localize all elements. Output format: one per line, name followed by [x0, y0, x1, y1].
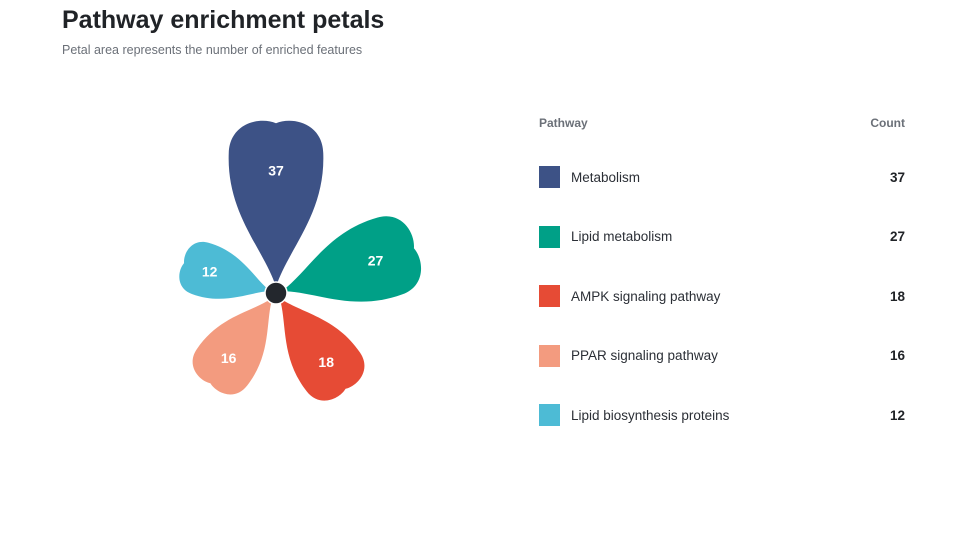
legend-swatch: [539, 285, 560, 308]
legend-header: Pathway Count: [539, 116, 905, 136]
legend-swatch: [539, 404, 560, 427]
legend-row-lipid-metabolism: Lipid metabolism 27: [539, 225, 905, 248]
legend-count: 12: [889, 407, 905, 423]
legend-row-metabolism: Metabolism 37: [539, 166, 905, 188]
petal-shape: [192, 297, 273, 395]
legend-row-ampk-signaling-pathway: AMPK signaling pathway 18: [539, 285, 905, 308]
petal-metabolism: [228, 120, 324, 287]
petal-value-label: 16: [221, 350, 237, 366]
petal-lipid-biosynthesis-proteins: [179, 241, 271, 299]
legend-label: Lipid metabolism: [571, 229, 673, 245]
petal-value-label: 37: [268, 163, 284, 179]
legend-header-count: Count: [870, 116, 905, 130]
legend-count: 27: [889, 229, 905, 245]
legend-swatch: [539, 344, 560, 367]
legend-count: 18: [889, 288, 905, 304]
legend-row-ppar-signaling-pathway: PPAR signaling pathway 16: [539, 344, 905, 367]
petal-ppar-signaling-pathway: [192, 297, 273, 395]
petal-lipid-metabolism: [281, 216, 422, 302]
petal-chart: 37 27 18 16 12: [179, 120, 422, 401]
legend-label: Lipid biosynthesis proteins: [571, 407, 730, 423]
petal-value-label: 27: [368, 253, 384, 269]
legend-label: PPAR signaling pathway: [571, 348, 718, 364]
petal-shape: [281, 216, 422, 302]
petal-shape: [179, 241, 271, 299]
chart-title: Pathway enrichment petals: [62, 6, 385, 34]
petal-shape: [279, 297, 365, 401]
chart-subtitle: Petal area represents the number of enri…: [62, 43, 363, 57]
legend-swatch: [539, 225, 560, 248]
petal-ampk-signaling-pathway: [279, 297, 365, 401]
legend-count: 16: [889, 348, 905, 364]
legend-row-lipid-biosynthesis-proteins: Lipid biosynthesis proteins 12: [539, 404, 905, 427]
legend-label: AMPK signaling pathway: [571, 288, 721, 304]
flower-center: [264, 281, 288, 305]
petal-value-label: 18: [318, 354, 334, 370]
legend-swatch: [539, 166, 560, 188]
petal-shape: [228, 120, 324, 287]
legend-label: Metabolism: [571, 169, 641, 185]
petal-value-label: 12: [202, 263, 218, 279]
legend-count: 37: [889, 169, 905, 185]
legend-header-pathway: Pathway: [539, 116, 588, 130]
